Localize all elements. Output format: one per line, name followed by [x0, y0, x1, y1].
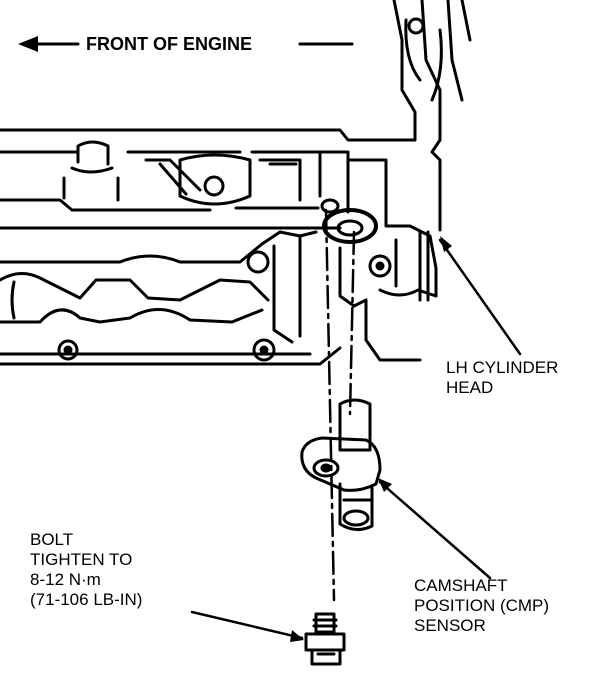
camshaft-sensor-label: CAMSHAFT POSITION (CMP) SENSOR [414, 576, 549, 636]
camshaft-sensor-line-3: SENSOR [414, 616, 486, 635]
front-arrow-icon [18, 36, 354, 52]
bolt-label: BOLT TIGHTEN TO 8-12 N·m (71-106 LB-IN) [30, 530, 142, 610]
bolt-icon [304, 612, 346, 666]
upper-bolt-hole [203, 175, 225, 197]
upper-right-bolt-hole [246, 250, 270, 274]
cmp-sensor [300, 398, 382, 531]
bolt-line-2: TIGHTEN TO [30, 550, 133, 569]
lh-cylinder-head-label: LH CYLINDER HEAD [446, 358, 558, 398]
sensor-bore [322, 208, 378, 244]
camshaft-sensor-line-2: POSITION (CMP) [414, 596, 550, 615]
lower-left-bolt-hole [57, 339, 79, 361]
leader-lh-cylinder-head [438, 238, 522, 356]
front-of-engine-label: FRONT OF ENGINE [86, 34, 252, 54]
bolt-line-1: BOLT [30, 530, 74, 549]
head-bolt-hole [368, 254, 392, 278]
leader-camshaft-sensor [378, 480, 492, 580]
camshaft-sensor-line-1: CAMSHAFT [414, 576, 508, 595]
lh-cylinder-head-line-2: HEAD [446, 378, 494, 397]
sensor-centerline [324, 208, 336, 602]
lower-mid-bolt-hole [252, 338, 276, 362]
engine-block-outline [0, 0, 417, 142]
bolt-line-3: 8-12 N·m [30, 570, 101, 589]
cylinder-head-boss [318, 150, 438, 298]
leader-bolt [190, 610, 304, 640]
bolt-line-4: (71-106 LB-IN) [30, 590, 143, 609]
lh-cylinder-head-line-1: LH CYLINDER [446, 358, 559, 377]
